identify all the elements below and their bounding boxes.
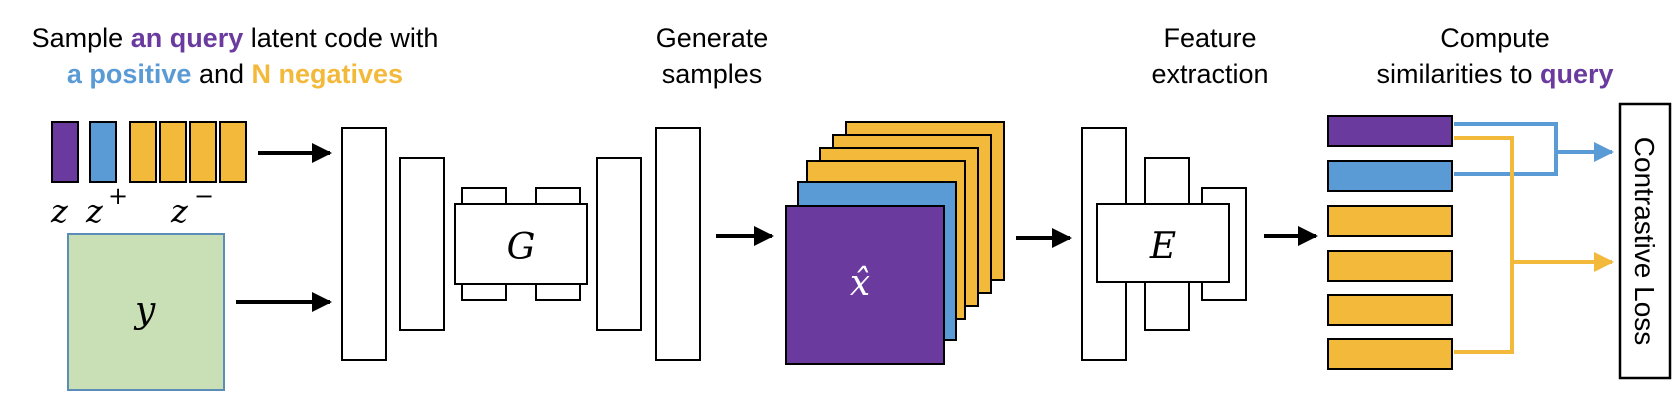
caption-feature: Feature extraction <box>1110 20 1310 92</box>
latent-negative-bar <box>159 121 187 183</box>
feature-negative-bar <box>1327 338 1453 370</box>
caption-feature-line2: extraction <box>1151 59 1269 89</box>
latent-negative-bar <box>189 121 217 183</box>
generator-tab <box>461 283 507 301</box>
feature-negative-bar <box>1327 205 1453 237</box>
caption-sample-suffix: latent code with <box>243 23 439 53</box>
latent-negative-bar <box>219 121 247 183</box>
label-z-plus-sup: + <box>108 182 128 210</box>
encoder-box <box>1096 203 1230 283</box>
caption-generate-line2: samples <box>661 59 763 89</box>
feature-negative-bar <box>1327 294 1453 326</box>
generator-tab <box>535 187 581 205</box>
label-G: G <box>507 227 536 268</box>
caption-feature-line1: Feature <box>1163 23 1257 53</box>
contrastive-loss-box <box>1618 102 1672 380</box>
contrastive-loss-label: Contrastive Loss <box>1629 137 1660 346</box>
feature-query-bar <box>1327 115 1453 147</box>
sample-query-card <box>785 205 945 365</box>
latent-positive-bar <box>89 121 117 183</box>
caption-generate: Generate samples <box>612 20 812 92</box>
caption-compute-line2: similarities to query <box>1330 56 1660 92</box>
generator-layer <box>341 127 387 361</box>
label-E: E <box>1149 226 1176 267</box>
caption-sample-line2: a positive and N negatives <box>0 56 470 92</box>
label-z-plus: z <box>85 192 104 230</box>
caption-compute: Compute similarities to query <box>1330 20 1660 92</box>
caption-compute-line1: Compute <box>1440 23 1550 53</box>
caption-compute-prefix: similarities to <box>1376 59 1540 89</box>
generator-tab <box>461 187 507 205</box>
connector-query-negatives <box>1454 136 1514 354</box>
caption-sample-line1: Sample an query latent code with <box>0 20 470 56</box>
label-y: y <box>133 290 156 331</box>
connector-query-positive <box>1454 122 1558 176</box>
caption-negatives-highlight: N negatives <box>251 59 404 89</box>
label-z-minus-sup: − <box>194 182 214 210</box>
caption-sample-prefix: Sample <box>31 23 131 53</box>
caption-generate-line1: Generate <box>655 23 769 53</box>
caption-query-highlight: an query <box>130 23 244 53</box>
generator-layer <box>655 127 701 361</box>
feature-positive-bar <box>1327 160 1453 192</box>
condition-y-box <box>67 233 225 391</box>
caption-sample: Sample an query latent code with a posit… <box>0 20 470 92</box>
label-z: z <box>50 192 69 230</box>
label-x-hat: x̂ <box>850 263 870 304</box>
generator-box <box>454 203 588 285</box>
caption-sample-and: and <box>191 59 252 89</box>
latent-query-bar <box>51 121 79 183</box>
feature-negative-bar <box>1327 250 1453 282</box>
caption-positive-highlight: a positive <box>66 59 192 89</box>
generator-layer <box>596 157 642 331</box>
latent-negative-bar <box>129 121 157 183</box>
generator-tab <box>535 283 581 301</box>
label-z-minus: z <box>170 192 189 230</box>
generator-layer <box>399 157 445 331</box>
caption-compute-query: query <box>1540 59 1614 89</box>
